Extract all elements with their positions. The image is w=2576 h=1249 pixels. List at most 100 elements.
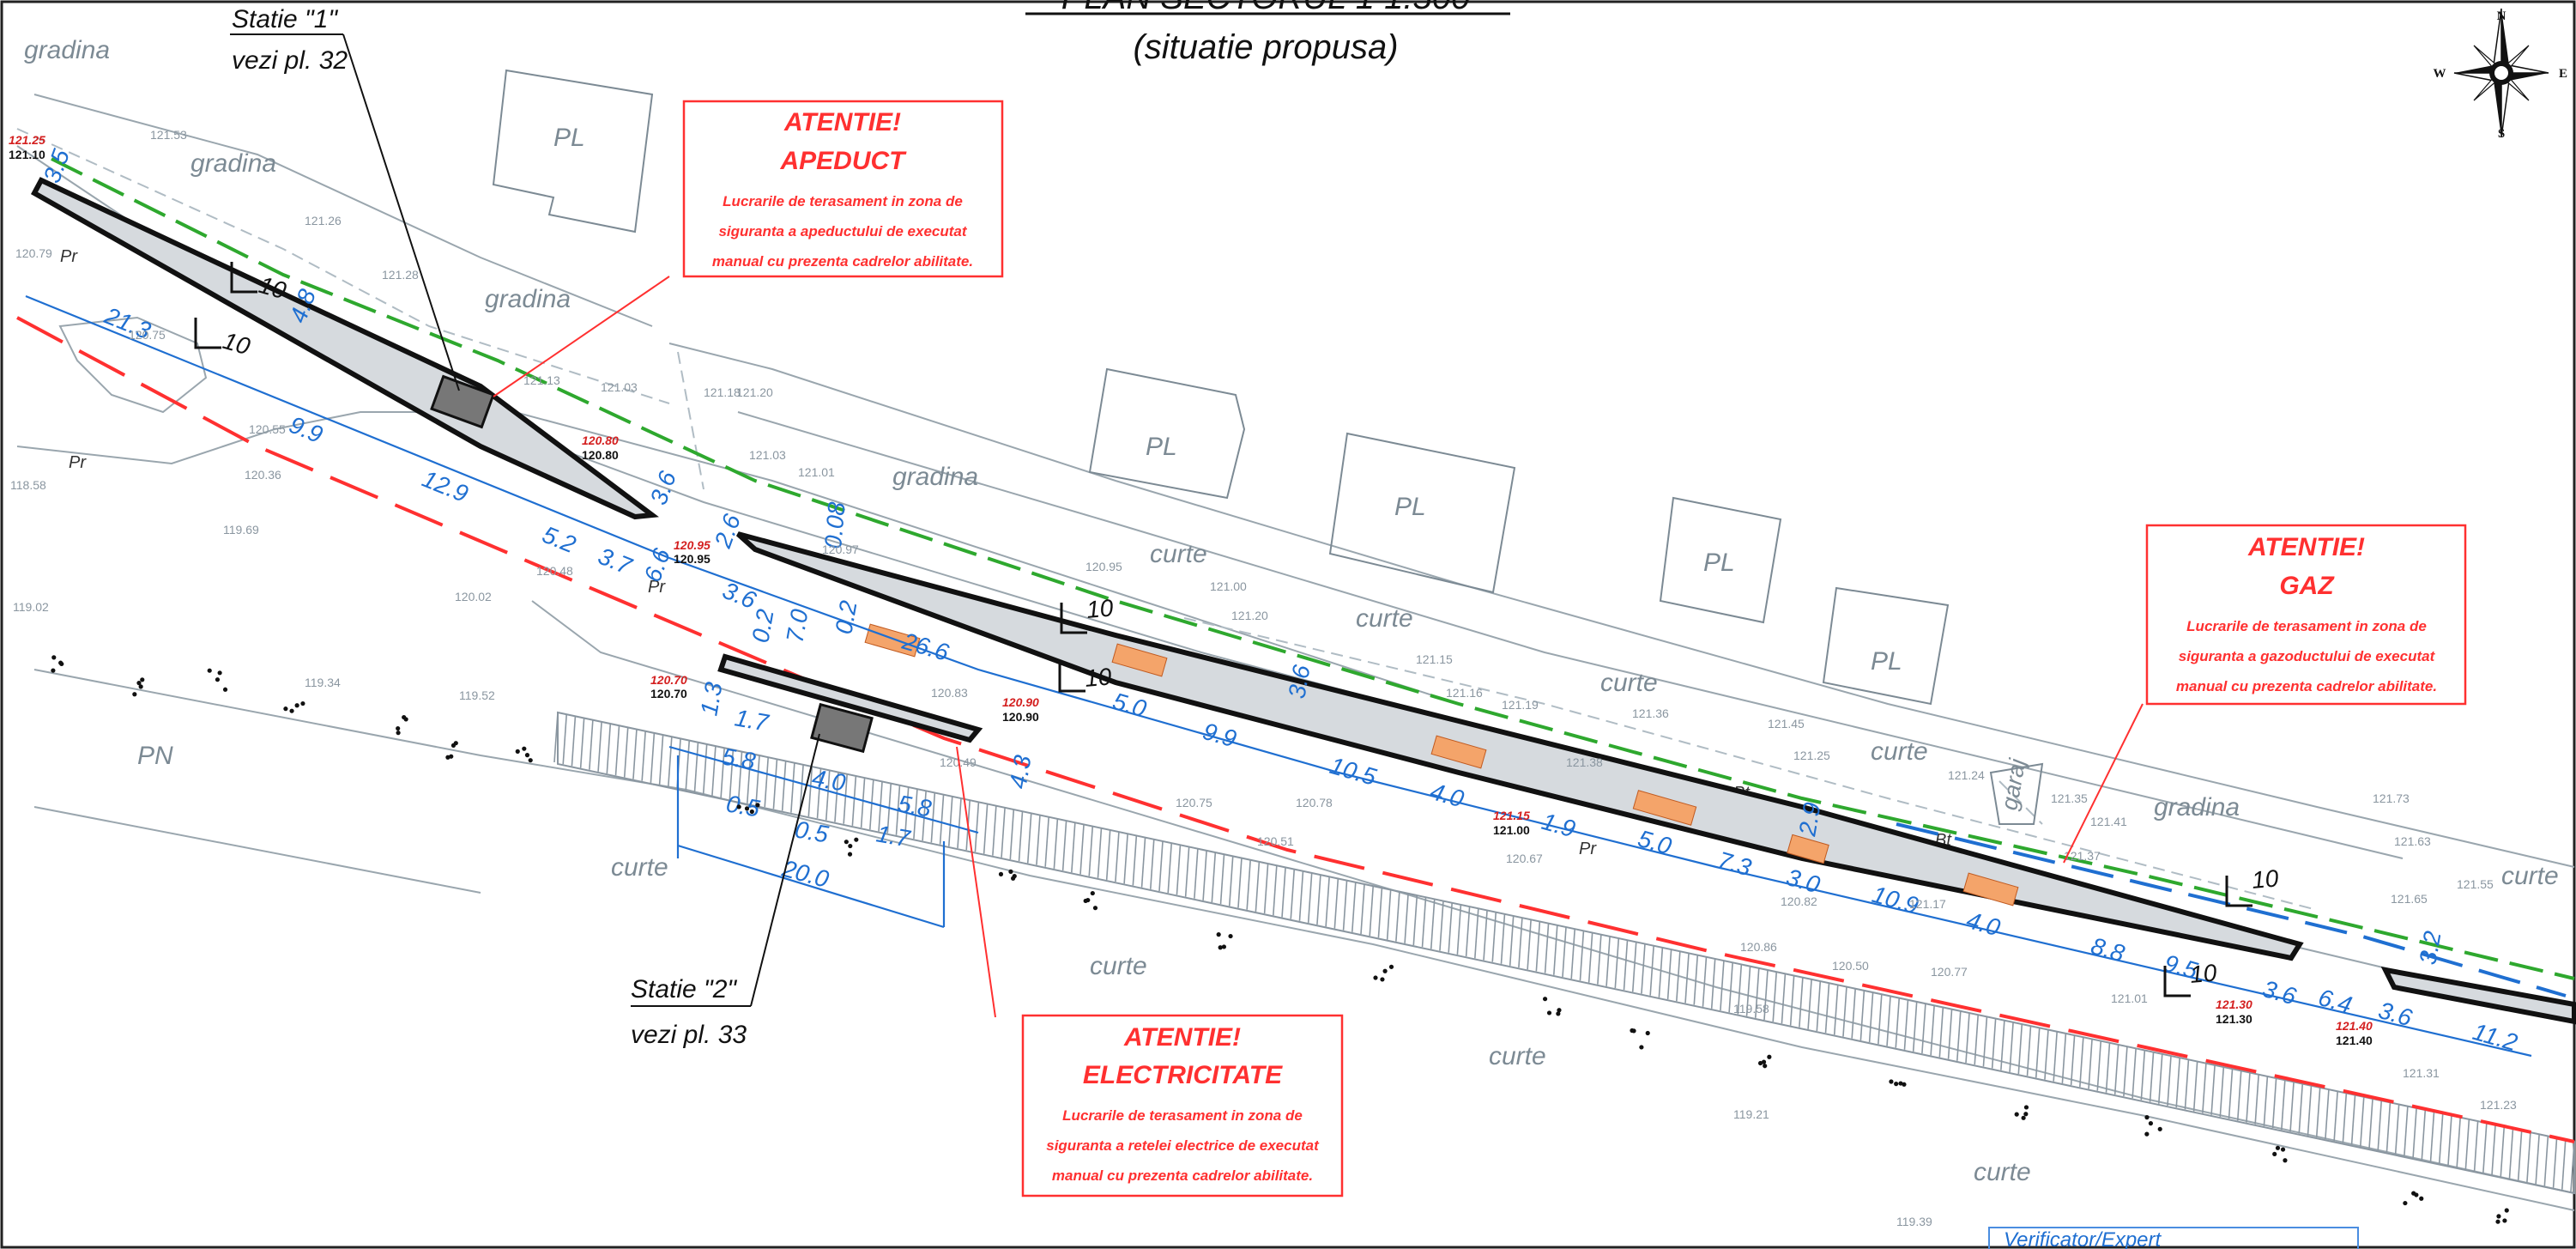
hatch-line — [1044, 816, 1049, 867]
survey-point: 121.31 — [2403, 1066, 2440, 1080]
hatch-line — [641, 731, 646, 781]
building-pl-4 — [1659, 496, 1782, 624]
hatch-line — [2123, 1046, 2128, 1097]
building-pl-2 — [1088, 367, 1246, 500]
vegetation-dot — [2403, 1200, 2408, 1206]
label-pr-1: Pr — [60, 247, 78, 266]
hatch-line — [1938, 1007, 1944, 1058]
label-gradina-5: gradina — [2154, 793, 2240, 822]
crossing-patch-5 — [1962, 872, 2019, 906]
hatch-line — [1281, 867, 1286, 918]
hatch-line — [1483, 910, 1488, 961]
survey-point: 121.65 — [2391, 892, 2428, 906]
hatch-line — [2254, 1074, 2259, 1125]
hatch-line — [1211, 852, 1217, 903]
hatch-line — [1544, 923, 1550, 973]
survey-point: 121.36 — [1632, 706, 1669, 720]
label-curte-2: curte — [1356, 604, 1413, 633]
verifier-stamp: Verificator/Expert — [1988, 1227, 2359, 1249]
hatch-line — [1509, 915, 1515, 967]
hatch-line — [2535, 1134, 2540, 1185]
station-1-name: Statie "1" — [232, 5, 338, 33]
warning-apeduct-line1: Lucrarile de terasament in zona de — [723, 193, 963, 209]
label-curte-3: curte — [1600, 669, 1658, 697]
station-2-ref: vezi pl. 33 — [631, 1021, 747, 1049]
vegetation-dot — [1008, 869, 1013, 874]
hatch-line — [2570, 1141, 2575, 1192]
hatch-line — [1991, 1018, 1997, 1069]
survey-point: 120.95 — [1085, 560, 1122, 573]
survey-point: 121.63 — [2394, 834, 2431, 848]
vegetation-dot — [844, 840, 849, 845]
survey-point: 120.55 — [249, 422, 286, 436]
label-pl-3: PL — [1394, 493, 1426, 521]
hatch-line — [2552, 1137, 2558, 1188]
plan-header: PLAN SECTORUL 1 1:500 (situatie propusa) — [1025, 0, 1510, 66]
dim-3-6-c: 3.6 — [2259, 975, 2299, 1010]
vegetation-dot — [217, 670, 222, 676]
survey-point: 121.24 — [1948, 768, 1985, 782]
dim-5-8-a: 5.8 — [720, 743, 758, 774]
elev-red-120-70: 120.70 — [650, 673, 687, 687]
elev-red-121-15: 121.15 — [1493, 809, 1530, 822]
hatch-line — [825, 770, 831, 821]
hatch-line — [1377, 888, 1383, 938]
hatch-line — [1439, 900, 1444, 951]
label-pr-2: Pr — [69, 453, 87, 472]
vegetation-dot — [1228, 933, 1233, 939]
vegetation-dot — [1388, 964, 1394, 969]
hatch-line — [1649, 945, 1654, 996]
hatch-line — [2342, 1093, 2348, 1143]
hatch-line — [2175, 1058, 2181, 1108]
crossing-patch-1 — [1111, 643, 1168, 677]
hatch-line — [2482, 1123, 2488, 1173]
pavement-segment-4 — [2380, 966, 2576, 1025]
hatch-line — [764, 757, 770, 808]
hatch-line — [2000, 1020, 2005, 1070]
dim-5-8-b: 5.8 — [896, 790, 934, 822]
vegetation-dot — [515, 749, 520, 754]
hatch-line — [1158, 840, 1164, 892]
hatch-line — [1009, 809, 1015, 860]
survey-point: 121.53 — [150, 128, 187, 142]
hatch-line — [2464, 1119, 2470, 1169]
hatch-line — [720, 748, 725, 798]
hatch-line — [1833, 985, 1839, 1035]
warning-electricitate-title2: ELECTRICITATE — [1083, 1061, 1283, 1089]
buildings — [492, 69, 2044, 825]
vegetation-dot — [396, 731, 401, 736]
hatch-line — [1465, 906, 1471, 957]
hatch-line — [1298, 870, 1304, 921]
hatch-line — [1273, 865, 1278, 916]
dim-3-6-e: 3.6 — [1283, 663, 1315, 700]
hatch-line — [2386, 1102, 2392, 1153]
hatch-line — [781, 761, 787, 811]
hatch-line — [1202, 850, 1207, 900]
hatch-line — [2289, 1082, 2295, 1132]
survey-point: 121.25 — [1793, 749, 1830, 762]
dim-1-9: 1.9 — [1539, 808, 1578, 843]
water-main-line — [51, 157, 2575, 980]
warning-electricitate-line3: manual cu prezenta cadrelor abilitate. — [1052, 1167, 1313, 1184]
crossing-patch-2 — [1430, 735, 1487, 769]
gas-main-line — [1896, 822, 2567, 997]
crossing-patch-3 — [1632, 790, 1697, 826]
plan-title: PLAN SECTORUL 1 1:500 — [1061, 0, 1471, 16]
hatch-line — [1562, 926, 1567, 978]
vegetation-dot — [2419, 1196, 2424, 1201]
hatch-line — [2228, 1069, 2234, 1119]
hatch-line — [2236, 1070, 2242, 1121]
hatch-line — [2053, 1031, 2058, 1082]
label-pn: PN — [137, 742, 173, 770]
hatch-line — [1342, 880, 1348, 931]
survey-point: 119.69 — [223, 523, 259, 537]
slope-10-5: 10 — [2251, 864, 2280, 894]
survey-point: 119.34 — [305, 676, 341, 689]
hatch-line — [1930, 1005, 1935, 1056]
hatch-line — [1290, 869, 1296, 919]
hatch-line — [2140, 1050, 2146, 1100]
vegetation-dot — [1216, 932, 1221, 937]
hatch-line — [1799, 977, 1804, 1028]
hatch-line — [1430, 899, 1436, 949]
hatch-line — [1921, 1003, 1926, 1054]
